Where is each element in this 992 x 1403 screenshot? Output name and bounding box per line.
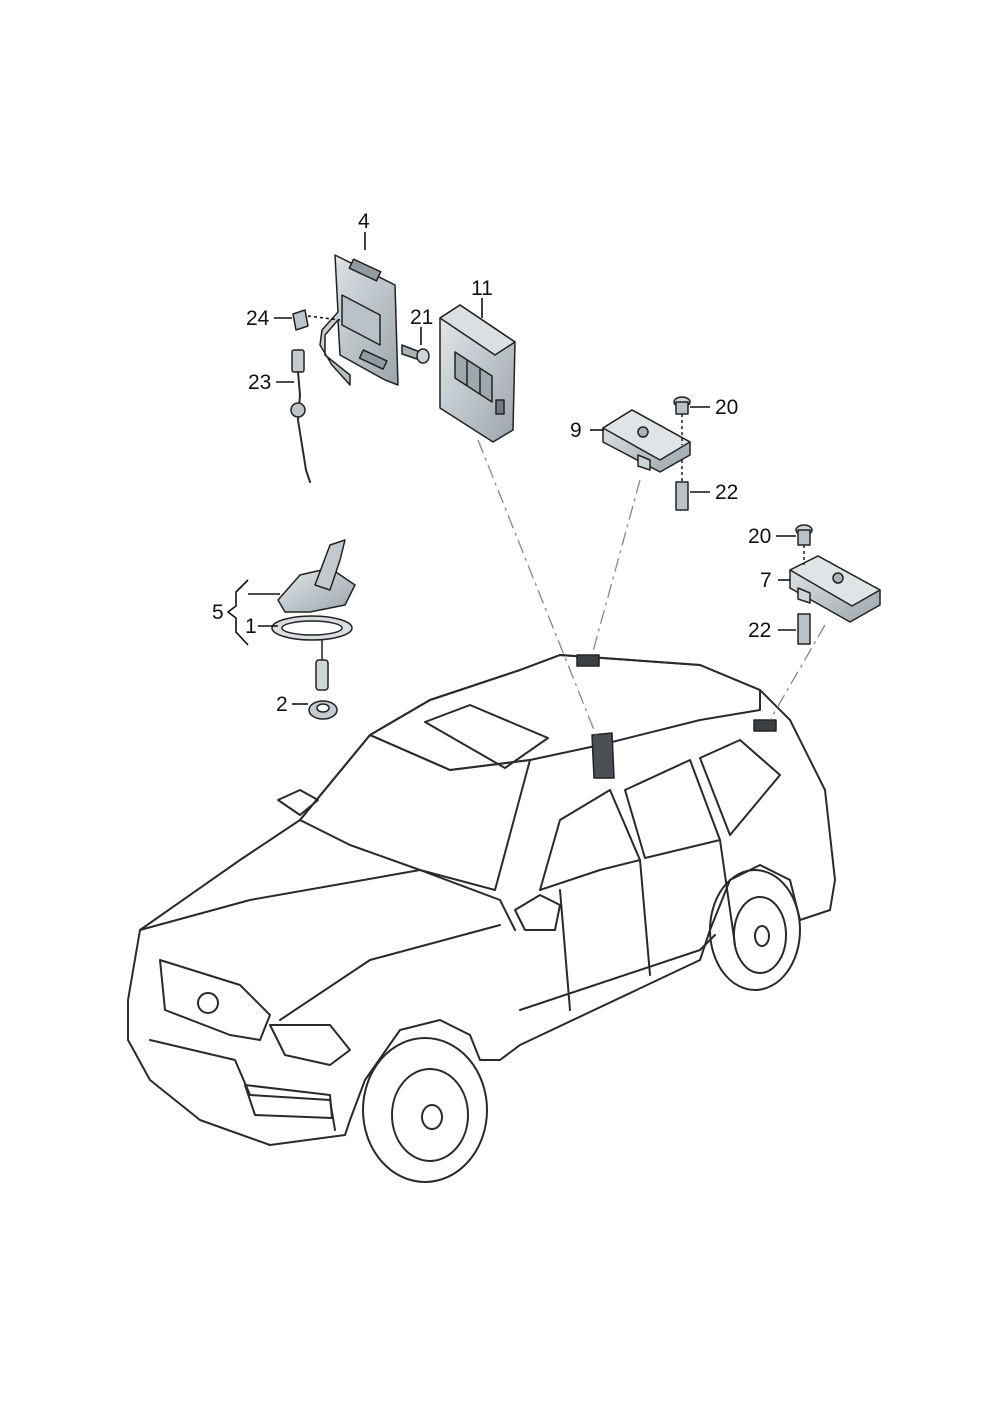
callout-7: 7 [760,569,772,592]
callout-5: 5 [212,601,224,624]
callout-11: 11 [471,277,493,300]
callout-labels: 4 11 24 21 23 20 9 22 20 7 22 5 1 2 [212,210,772,716]
callout-2: 2 [276,693,288,716]
callout-1: 1 [245,615,257,638]
roof-marker-front [576,654,600,667]
roof-antenna-part-5 [271,539,356,691]
bolt-part-20-lower [795,524,813,565]
callout-9: 9 [570,419,582,442]
callout-22-upper: 22 [715,481,738,504]
screw-part-21 [401,344,430,364]
bolt-part-22-upper [675,460,689,511]
front-wheel [362,1037,488,1183]
callout-leaders [226,232,796,705]
rear-wheel [709,869,801,991]
callout-4: 4 [358,210,370,233]
module-part-7 [789,555,881,623]
bolt-part-22-lower [797,613,811,645]
callout-22-lower: 22 [748,619,771,642]
callout-20-upper: 20 [715,396,738,419]
nut-part-2 [308,700,338,720]
control-unit-part-11 [439,304,516,443]
callout-24: 24 [246,307,270,330]
callout-20-lower: 20 [748,525,771,548]
dash-leaders [477,439,826,736]
cable-part-23 [290,349,311,483]
antenna-stud [315,659,329,691]
callout-23: 23 [248,371,271,394]
bracket-part-4 [319,254,399,386]
roof-marker-rear [753,719,777,732]
module-part-9 [602,409,691,473]
clip-part-24 [292,309,341,331]
b-pillar-marker [591,732,615,779]
vehicle-illustration [127,654,836,1183]
bolt-part-20-upper [673,396,691,445]
callout-21: 21 [410,306,433,329]
